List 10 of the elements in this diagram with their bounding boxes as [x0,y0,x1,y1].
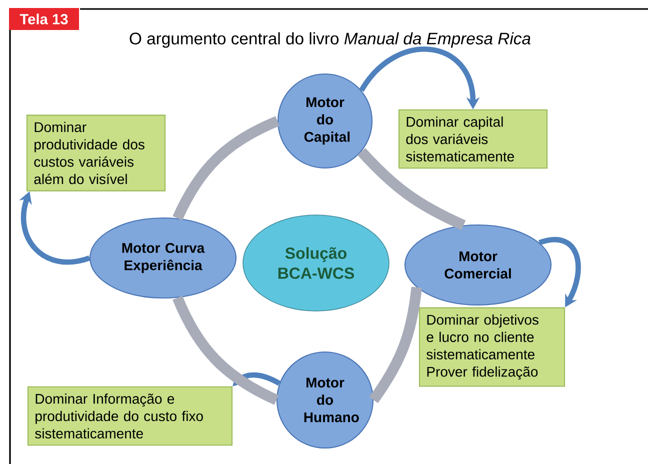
text-box: Dominar objetivos e lucro no cliente sistematicamente Prover fidelização [418,307,566,387]
text-box: Dominar produtividade dos custos variáveis além do visível [26,114,166,192]
text-box: Dominar capital dos variáveis sistematicamente [398,109,548,169]
title: O argumento central do livro Manual da Empresa Rica [130,32,530,48]
screen-tag: Tela 13 [9,8,79,30]
ring-segment [369,286,422,404]
ring-segment [358,148,466,230]
ring-segment [172,116,280,221]
text-box: Dominar Informação e produtividade do custo fixo sistematicamente [27,386,233,446]
ring-segment [172,296,279,405]
